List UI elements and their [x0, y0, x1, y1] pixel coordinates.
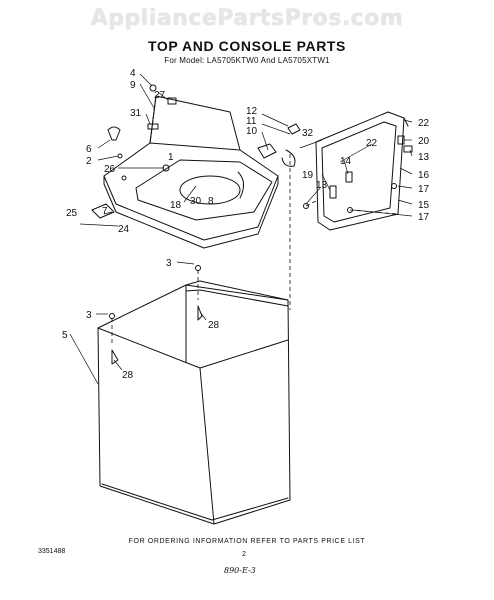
watermark: AppliancePartsPros.com: [90, 6, 404, 31]
cabinet: [97, 280, 291, 525]
callout-14: 14: [340, 156, 352, 167]
callout-labels: 4 9 27 31 6 2 26 1 7 25 24 18 30 8 12 11…: [62, 68, 430, 381]
callout-9: 9: [130, 80, 136, 91]
callout-3: 3: [166, 258, 172, 269]
callout-10: 10: [246, 126, 258, 137]
callout-7: 7: [102, 206, 108, 217]
alignment-lines: [111, 154, 399, 346]
callout-25: 25: [66, 208, 78, 219]
callout-17: 17: [418, 184, 430, 195]
callout-6: 6: [86, 144, 92, 155]
callout-2: 2: [86, 156, 92, 167]
callout-15: 15: [418, 200, 430, 211]
top-panel: [103, 95, 279, 249]
callout-5: 5: [62, 330, 68, 341]
callout-26: 26: [104, 164, 116, 175]
callout-32: 32: [302, 128, 314, 139]
callout-28: 28: [122, 370, 134, 381]
callout-3: 3: [86, 310, 92, 321]
callout-4: 4: [130, 68, 136, 79]
callout-18: 18: [170, 200, 182, 211]
callout-22: 22: [418, 118, 430, 129]
callout-24: 24: [118, 224, 130, 235]
model-subtitle: For Model: LA5705KTW0 And LA5705XTW1: [164, 56, 330, 65]
callout-1: 1: [168, 152, 174, 163]
callout-16: 16: [418, 170, 430, 181]
console-panel: [315, 111, 409, 231]
callout-19: 19: [302, 170, 314, 181]
callout-20: 20: [418, 136, 430, 147]
page-number: 2: [242, 551, 246, 558]
callout-31: 31: [130, 108, 142, 119]
callout-13: 13: [316, 180, 328, 191]
callout-30: 30: [190, 196, 202, 207]
callout-27: 27: [154, 90, 166, 101]
callout-11: 11: [246, 116, 257, 127]
callout-22: 22: [366, 138, 378, 149]
callout-13: 13: [418, 152, 430, 163]
ordering-note: FOR ORDERING INFORMATION REFER TO PARTS …: [128, 538, 366, 545]
callout-17: 17: [418, 212, 430, 223]
diagram-title: TOP AND CONSOLE PARTS: [148, 38, 346, 54]
callout-28: 28: [208, 320, 220, 331]
callout-8: 8: [208, 196, 214, 207]
leader-lines: [69, 73, 413, 385]
callout-12: 12: [246, 106, 258, 117]
handwritten-note: 890-E-3: [224, 566, 256, 575]
document-number: 3351488: [38, 548, 66, 555]
